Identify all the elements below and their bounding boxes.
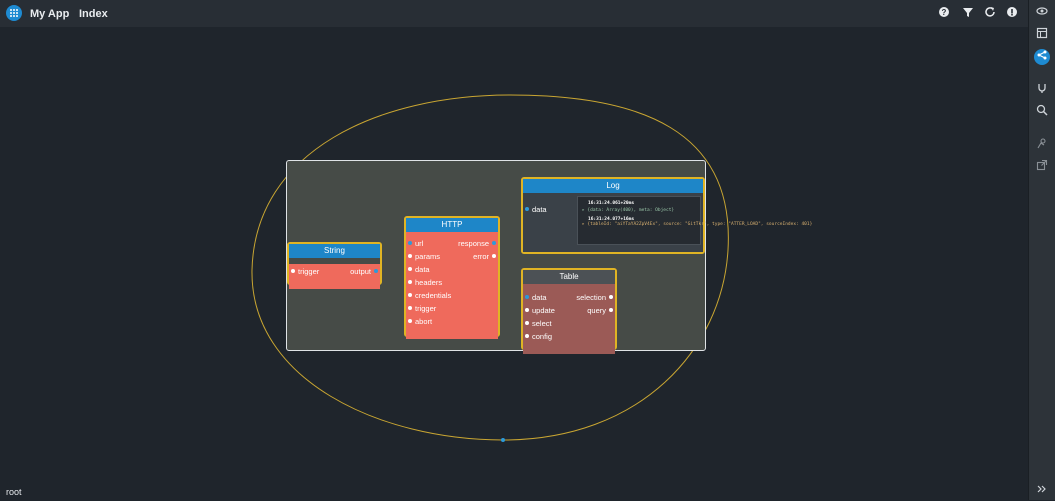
log-entry-value[interactable]: ▸ {data: Array(400), meta: Object} bbox=[582, 208, 675, 213]
node-string[interactable]: String trigger output bbox=[287, 242, 382, 289]
port-config: config bbox=[532, 332, 553, 341]
port-update-dot[interactable] bbox=[525, 308, 529, 312]
search-icon[interactable] bbox=[1034, 104, 1050, 120]
node-table[interactable]: Table data selection update query select… bbox=[521, 268, 617, 354]
loop-handle bbox=[501, 438, 505, 442]
page-link-index[interactable]: Index bbox=[79, 8, 108, 20]
port-credentials: credentials bbox=[415, 291, 452, 300]
port-data: data bbox=[532, 293, 547, 302]
port-data: data bbox=[415, 265, 430, 274]
node-title: String bbox=[289, 244, 380, 258]
port-output: output bbox=[350, 267, 371, 276]
port-response: response bbox=[458, 239, 489, 248]
app-title[interactable]: My App bbox=[30, 8, 70, 20]
share-graph-icon[interactable] bbox=[1034, 49, 1050, 65]
refresh-icon[interactable] bbox=[983, 6, 997, 20]
collapse-icon[interactable] bbox=[1034, 483, 1050, 499]
info-icon[interactable] bbox=[1005, 6, 1019, 20]
log-output-panel[interactable]: 16:31:24.061+20ms ▸ {data: Array(400), m… bbox=[577, 196, 813, 245]
log-entry-time: 16:31:24.077+16ms bbox=[588, 217, 635, 222]
port-credentials-dot[interactable] bbox=[408, 293, 412, 297]
port-data: data bbox=[532, 205, 547, 214]
breadcrumb-root[interactable]: root bbox=[6, 487, 22, 497]
port-trigger: trigger bbox=[415, 304, 437, 313]
node-http[interactable]: HTTP url response params error data head… bbox=[404, 216, 500, 339]
log-entry-time: 16:31:24.061+20ms bbox=[588, 201, 635, 206]
port-trigger-dot[interactable] bbox=[291, 269, 295, 273]
port-data-dot[interactable] bbox=[525, 207, 529, 211]
port-url: url bbox=[415, 239, 424, 248]
port-data-dot[interactable] bbox=[408, 267, 412, 271]
filter-icon[interactable] bbox=[961, 6, 975, 20]
port-url-dot[interactable] bbox=[408, 241, 412, 245]
port-data-dot[interactable] bbox=[525, 295, 529, 299]
port-params-dot[interactable] bbox=[408, 254, 412, 258]
port-query-dot[interactable] bbox=[609, 308, 613, 312]
port-selection-dot[interactable] bbox=[609, 295, 613, 299]
port-config-dot[interactable] bbox=[525, 334, 529, 338]
node-title: HTTP bbox=[406, 218, 498, 232]
node-title: Log bbox=[523, 179, 703, 193]
port-headers-dot[interactable] bbox=[408, 280, 412, 284]
svg-text:?: ? bbox=[942, 8, 947, 17]
port-trigger-dot[interactable] bbox=[408, 306, 412, 310]
port-error-dot[interactable] bbox=[492, 254, 496, 258]
eye-icon[interactable] bbox=[1034, 5, 1050, 21]
port-headers: headers bbox=[415, 278, 443, 287]
node-title: Table bbox=[523, 270, 615, 284]
port-output-dot[interactable] bbox=[374, 269, 378, 273]
debug-icon[interactable] bbox=[1034, 137, 1050, 153]
external-link-icon[interactable] bbox=[1034, 159, 1050, 175]
layout-icon[interactable] bbox=[1034, 27, 1050, 43]
right-sidebar bbox=[1028, 0, 1055, 500]
port-update: update bbox=[532, 306, 555, 315]
plugin-icon[interactable] bbox=[1034, 82, 1050, 98]
port-select: select bbox=[532, 319, 552, 328]
log-entry-value[interactable]: ▸ {tableId: "aiYTaYA2ZpV4Ex", source: "G… bbox=[582, 222, 813, 227]
port-select-dot[interactable] bbox=[525, 321, 529, 325]
app-grid-icon[interactable] bbox=[6, 5, 22, 21]
help-icon[interactable]: ? bbox=[937, 6, 951, 20]
port-abort-dot[interactable] bbox=[408, 319, 412, 323]
port-error: error bbox=[473, 252, 489, 261]
node-log[interactable]: Log data 16:31:24.061+20ms ▸ {data: Arra… bbox=[521, 177, 813, 254]
port-selection: selection bbox=[576, 293, 606, 302]
port-query: query bbox=[587, 306, 606, 315]
port-response-dot[interactable] bbox=[492, 241, 496, 245]
port-trigger: trigger bbox=[298, 267, 320, 276]
port-abort: abort bbox=[415, 317, 433, 326]
port-params: params bbox=[415, 252, 441, 261]
top-bar: My App Index ? bbox=[0, 0, 1029, 27]
